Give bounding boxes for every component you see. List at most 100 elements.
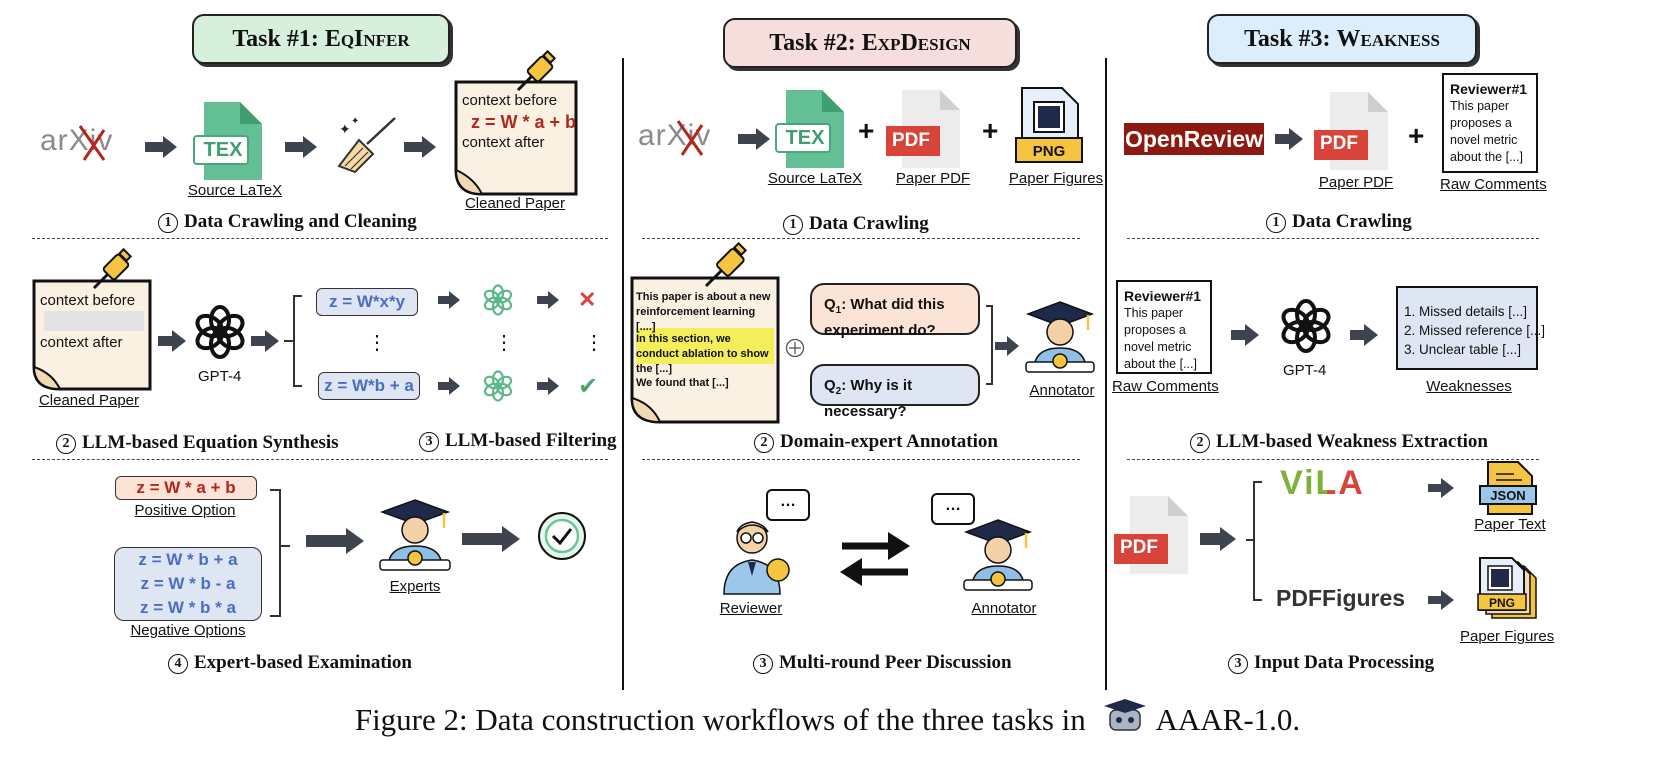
- reviewer-label: Reviewer: [719, 600, 783, 617]
- tex-file-label: TEX: [785, 127, 825, 149]
- openai-logo-icon: [483, 370, 513, 402]
- reviewer-comment-title: Reviewer#1: [1450, 81, 1528, 97]
- arrow-icon: [145, 136, 177, 158]
- openreview-logo: OpenReview: [1124, 123, 1264, 155]
- speech-bubble: …: [766, 489, 810, 521]
- divider-t1-b: [32, 459, 608, 460]
- pdf-file-label: PDF: [1120, 537, 1158, 558]
- divider-t3-a: [1127, 238, 1539, 239]
- negative-option-2: z = W * b - a: [140, 574, 236, 593]
- robot-mascot-icon: [1103, 699, 1146, 731]
- reviewer-comment-body: This paper proposes a novel metric about…: [1124, 306, 1197, 371]
- question-2-box: Q2: Why is it necessary?: [810, 364, 980, 420]
- svg-text:✦: ✦: [351, 116, 359, 127]
- add-circle-icon: [785, 338, 805, 358]
- arrow-icon: [1350, 324, 1378, 346]
- weaknesses-card: 1. Missed details [...] 2. Missed refere…: [1396, 286, 1545, 370]
- pdf-file-icon: [1114, 496, 1188, 574]
- exchange-arrows-icon: [840, 532, 910, 586]
- vertical-dots: ⋮: [494, 332, 514, 354]
- arrow-icon: [158, 330, 186, 352]
- arrow-icon: [1275, 128, 1303, 150]
- q2-text: : Why is it necessary?: [824, 377, 913, 420]
- raw-comments-label: Raw Comments: [1440, 176, 1547, 193]
- pdf-file-icon: [1314, 92, 1388, 170]
- arrow-icon: [1428, 590, 1454, 610]
- step-number-badge: 2: [56, 434, 76, 454]
- arrow-icon: [1200, 527, 1236, 551]
- task2-title-name: ExpDesign: [861, 29, 971, 56]
- figure-caption: Figure 2: Data construction workflows of…: [0, 698, 1655, 738]
- context-before-text: context before: [40, 292, 136, 309]
- doc-line-1: This paper is about a new reinforcement …: [636, 291, 771, 333]
- task1-title-prefix: Task #1:: [232, 25, 319, 52]
- paper-pdf-label: Paper PDF: [895, 170, 971, 187]
- pushpin-icon: [704, 241, 748, 288]
- annotator-label: Annotator: [1029, 382, 1095, 399]
- arrow-icon: [1428, 478, 1454, 498]
- arrow-icon: [306, 528, 364, 554]
- positive-option-box: z = W * a + b: [115, 476, 257, 500]
- tex-file-label: TEX: [203, 139, 243, 161]
- negative-options-label: Negative Options: [130, 622, 246, 639]
- weaknesses-label: Weaknesses: [1426, 378, 1512, 395]
- tex-file-icon: [193, 102, 262, 180]
- doc-line-2: In this section, we conduct ablation to …: [636, 333, 769, 375]
- pushpin-icon: [516, 49, 557, 92]
- step-number-badge: 1: [783, 215, 803, 235]
- json-file-label: JSON: [1490, 488, 1526, 503]
- t3-step2-text: LLM-based Weakness Extraction: [1216, 431, 1489, 452]
- q2-subscript: 2: [835, 386, 842, 397]
- source-latex-label: Source LaTeX: [187, 182, 283, 199]
- vertical-dots: ⋮: [584, 332, 604, 354]
- paper-figures-label: Paper Figures: [1460, 628, 1555, 645]
- openreview-logo-text: OpenReview: [1124, 126, 1264, 152]
- step-number-badge: 1: [158, 213, 178, 233]
- speech-bubble: …: [931, 493, 975, 525]
- verified-check-icon: [538, 512, 586, 560]
- task3-title-name: Weakness: [1336, 25, 1440, 52]
- positive-option-label: Positive Option: [134, 502, 236, 519]
- arrow-icon: [1231, 324, 1259, 346]
- caption-prefix: Figure 2: Data construction workflows of…: [354, 702, 1094, 737]
- svg-text:✦: ✦: [339, 121, 351, 137]
- task2-title-prefix: Task #2:: [769, 29, 856, 56]
- equation-candidate-2: z = W*b + a: [318, 372, 420, 400]
- t3-step1-text: Data Crawling: [1292, 211, 1412, 232]
- arxiv-x-mark: [676, 120, 704, 156]
- check-icon: ✔: [578, 373, 599, 400]
- paper-text-label: Paper Text: [1474, 516, 1546, 533]
- t1-step3-text: LLM-based Filtering: [445, 430, 617, 451]
- equation-candidate-2-text: z = W*b + a: [324, 376, 414, 395]
- png-files-icon: [1477, 557, 1537, 619]
- plus-icon: +: [982, 115, 999, 146]
- bracket-left: [284, 295, 302, 387]
- graduate-avatar-icon: [1025, 301, 1095, 373]
- q1-letter: Q: [824, 296, 836, 313]
- step-number-badge: 2: [754, 433, 774, 453]
- doc-line-3: We found that [...]: [636, 377, 729, 389]
- pdffigures-logo: PDFFigures: [1276, 585, 1406, 611]
- paper-figures-label: Paper Figures: [1008, 170, 1104, 187]
- png-file-label: PNG: [1488, 596, 1515, 610]
- arrow-icon: [285, 136, 317, 158]
- arxiv-x-mark: [78, 125, 106, 161]
- task1-title: Task #1: EqInfer: [192, 14, 450, 64]
- cleaned-paper-label: Cleaned Paper: [464, 195, 566, 212]
- gpt4-label: GPT-4: [1283, 362, 1327, 379]
- step-number-badge: 3: [1228, 654, 1248, 674]
- equation-red-text: z = W * a + b: [471, 112, 577, 132]
- bubble-dots: …: [780, 493, 796, 510]
- reviewer-comment-card: Reviewer#1 This paper proposes a novel m…: [1442, 73, 1538, 173]
- t2-step2-text: Domain-expert Annotation: [780, 431, 998, 452]
- step-number-badge: 4: [168, 654, 188, 674]
- arrow-icon: [738, 128, 770, 150]
- question-1-box: Q1: What did this experiment do?: [810, 283, 980, 339]
- context-after-text: context after: [462, 134, 545, 151]
- arrow-icon: [438, 291, 460, 309]
- graduate-avatar-icon: [963, 519, 1033, 591]
